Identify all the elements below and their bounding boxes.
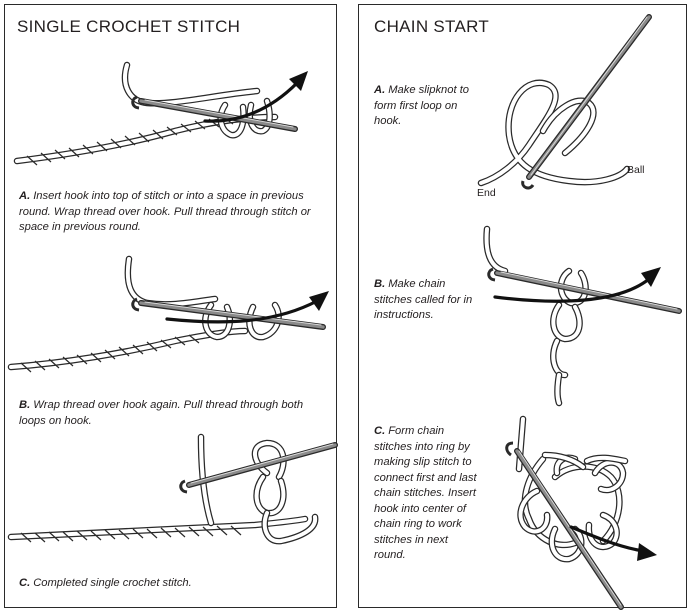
label-end: End	[477, 187, 496, 199]
crochet-hook-a	[131, 95, 298, 132]
slipknot-illustration	[477, 14, 652, 190]
step-a-letter: A.	[19, 190, 31, 202]
single-crochet-step-b-caption: B.Wrap thread over hook again. Pull thre…	[19, 398, 319, 429]
step-c-text: Completed single crochet stitch.	[33, 577, 192, 589]
chain-start-step-a-caption: A.Make slipknot to form first loop on ho…	[374, 83, 474, 130]
single-crochet-step-b-illustration	[7, 255, 329, 373]
direction-arrow-b	[165, 291, 329, 324]
chain-step-a-letter: A.	[374, 84, 386, 96]
chain-step-c-text: Form chain stitches into ring by making …	[374, 425, 477, 561]
label-ball: Ball	[627, 164, 645, 176]
single-crochet-step-a-caption: A.Insert hook into top of stitch or into…	[19, 189, 319, 236]
chain-start-title: CHAIN START	[374, 17, 490, 36]
chain-start-step-b-caption: B.Make chain stitches called for in inst…	[374, 277, 474, 324]
single-crochet-title: SINGLE CROCHET STITCH	[17, 17, 241, 36]
chain-step-b-letter: B.	[374, 278, 386, 290]
crochet-hook-c	[179, 442, 338, 494]
chain-start-panel: CHAIN START A.Make slipknot to form firs…	[358, 4, 687, 610]
chain-stitches-illustration	[483, 225, 682, 407]
crochet-hook-chain	[487, 267, 682, 314]
step-c-letter: C.	[19, 577, 31, 589]
step-b-letter: B.	[19, 399, 31, 411]
chain-ring-illustration	[505, 415, 657, 610]
crochet-hook-ring	[505, 441, 624, 610]
chain-step-c-letter: C.	[374, 425, 386, 437]
crochet-hook-b	[131, 297, 326, 330]
single-crochet-panel: SINGLE CROCHET STITCH A.Insert hook int	[4, 4, 338, 608]
step-a-text: Insert hook into top of stitch or into a…	[19, 190, 311, 233]
single-crochet-step-a-illustration	[13, 61, 308, 166]
direction-arrow-a	[203, 71, 308, 123]
direction-arrow-ring	[569, 525, 657, 561]
chain-step-a-text: Make slipknot to form first loop on hook…	[374, 84, 470, 127]
single-crochet-step-c-illustration	[7, 433, 338, 545]
single-crochet-step-c-caption: C.Completed single crochet stitch.	[19, 576, 319, 592]
step-b-text: Wrap thread over hook again. Pull thread…	[19, 399, 304, 427]
chain-step-b-text: Make chain stitches called for in instru…	[374, 278, 473, 321]
crochet-hook-slipknot	[521, 14, 652, 190]
direction-arrow-chain	[493, 267, 661, 303]
chain-braid-c	[7, 515, 309, 543]
chain-braid-a	[13, 113, 279, 166]
chain-start-step-c-caption: C.Form chain stitches into ring by makin…	[374, 424, 482, 564]
